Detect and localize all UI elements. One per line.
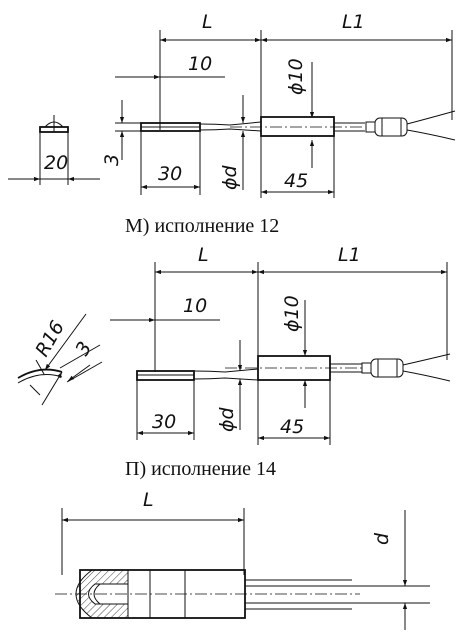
p-dim-45: 45 — [280, 416, 304, 438]
variant-m-drawing: L L1 10 ϕ10 3 — [8, 11, 456, 198]
variant-s-drawing: L d — [55, 489, 430, 630]
p-dim-phi10: ϕ10 — [281, 295, 303, 332]
m-dim-L1: L1 — [342, 11, 365, 33]
p-dim-30: 30 — [152, 411, 176, 433]
p-dim-3: 3 — [71, 338, 96, 359]
m-dim-phid: ϕd — [219, 164, 241, 190]
m-dim-L: L — [202, 11, 213, 33]
s-dim-d: d — [371, 532, 393, 545]
caption-variant-m: М) исполнение 12 — [125, 215, 279, 237]
variant-p-drawing: L L1 10 ϕ10 ϕd 30 — [17, 244, 451, 445]
m-dim-3: 3 — [101, 154, 123, 166]
m-dim-20: 20 — [44, 152, 68, 174]
caption-variant-p: П) исполнение 14 — [125, 458, 276, 480]
m-dim-30: 30 — [158, 163, 182, 185]
p-dim-phid: ϕd — [216, 406, 238, 432]
s-dim-L: L — [143, 489, 154, 511]
p-dim-10: 10 — [183, 295, 207, 317]
p-dim-L: L — [198, 244, 209, 266]
p-dim-L1: L1 — [338, 244, 361, 266]
m-dim-10: 10 — [188, 53, 212, 75]
p-dim-r16: R16 — [31, 317, 69, 360]
m-dim-45: 45 — [284, 170, 308, 192]
m-dim-phi10: ϕ10 — [285, 58, 307, 95]
